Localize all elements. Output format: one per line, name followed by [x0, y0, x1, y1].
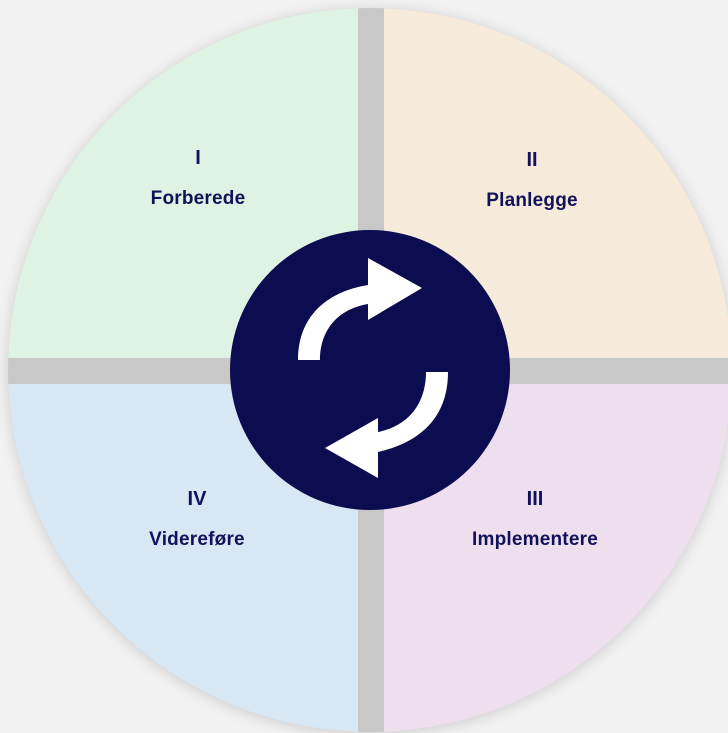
- quadrant-numeral: III: [526, 488, 544, 510]
- quadrant-numeral: I: [195, 147, 201, 169]
- quadrant-label-implementere: III Implementere: [425, 489, 645, 549]
- arrow-bottom-icon: [325, 372, 448, 478]
- quadrant-title: Forberede: [150, 188, 246, 209]
- quadrant-label-forberede: I Forberede: [88, 148, 308, 208]
- quadrant-title: Implementere: [472, 529, 598, 550]
- quadrant-title: Videreføre: [149, 529, 245, 550]
- quadrant-label-viderefore: IV Videreføre: [87, 489, 307, 549]
- quadrant-numeral: II: [526, 149, 538, 171]
- quadrant-label-planlegge: II Planlegge: [422, 150, 642, 210]
- arrow-top-icon: [298, 258, 422, 360]
- quadrant-title: Planlegge: [486, 190, 578, 211]
- refresh-cycle-icon: [298, 258, 448, 478]
- quadrant-numeral: IV: [187, 488, 207, 510]
- center-circle: [230, 230, 510, 510]
